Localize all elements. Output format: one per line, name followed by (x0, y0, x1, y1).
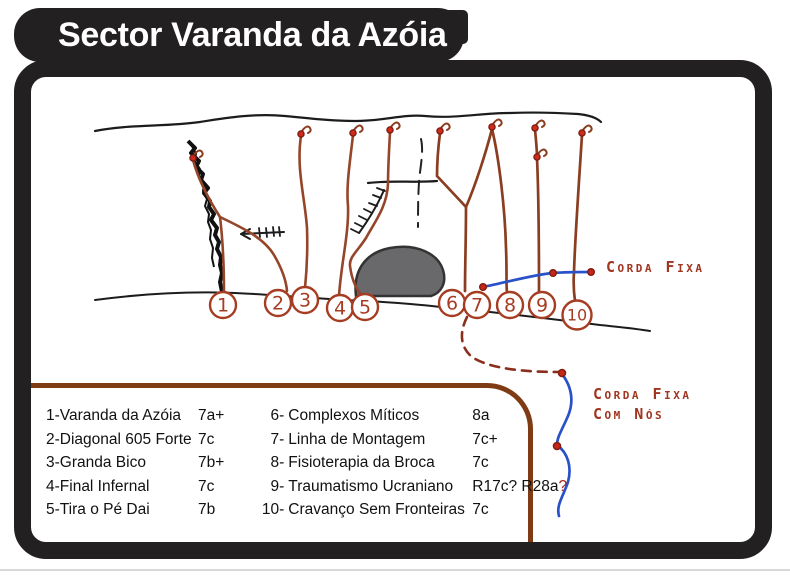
corda-fixa-com-nos-label-line1: Corda Fixa (593, 385, 691, 403)
anchor-icon (385, 121, 401, 135)
route-line-8 (490, 127, 509, 294)
route-name: 3-Granda Bico (46, 454, 146, 472)
route-number: 8- (270, 454, 285, 472)
route-number: 6- (270, 407, 285, 424)
route-grade: R17c? R28a (472, 477, 559, 495)
route-grade: 7b (198, 501, 216, 519)
svg-text:7: 7 (471, 295, 483, 317)
route-marker-7: 7 (462, 290, 492, 320)
legend-row: 5-Tira o Pé Dai 7b (46, 498, 224, 522)
svg-text:4: 4 (334, 298, 346, 320)
svg-text:5: 5 (359, 297, 371, 319)
anchor-icon (487, 118, 503, 132)
route-marker-2: 2 (263, 288, 293, 318)
anchor-icon (435, 122, 451, 136)
hidden-edge-dashed-line (417, 138, 424, 228)
route-grade: 7c (472, 454, 489, 472)
route-grade: 7a+ (198, 407, 225, 424)
anchor-icon (577, 124, 593, 138)
ground-line (94, 291, 651, 332)
svg-text:2: 2 (272, 293, 284, 315)
svg-text:3: 3 (299, 290, 311, 312)
legend-row: 9- Traumatismo Ucraniano R17c? R28a ? (260, 475, 568, 499)
route-marker-9: 9 (527, 290, 557, 320)
svg-text:6: 6 (446, 293, 458, 315)
legend-row: 3-Granda Bico 7b+ (46, 451, 224, 475)
legend-row: 8- Fisioterapia da Broca 7c (260, 451, 567, 475)
svg-text:1: 1 (217, 295, 229, 317)
route-marker-1: 1 (208, 290, 238, 320)
route-name: Fisioterapia da Broca (288, 454, 435, 472)
page-title: Sector Varanda da Azóia (58, 15, 447, 54)
anchor-icon (348, 124, 364, 138)
anchor-icon (530, 119, 546, 133)
route-line-4 (337, 133, 355, 298)
route-line-9 (533, 128, 541, 295)
bottom-divider (0, 569, 790, 571)
svg-text:8: 8 (504, 295, 516, 317)
overhang-hatch-ticks (350, 187, 386, 234)
route-marker-3: 3 (290, 285, 320, 315)
route-name: 1-Varanda da Azóia (46, 407, 182, 424)
legend-row: 4-Final Infernal 7c (46, 475, 224, 499)
traverse-arrow (240, 226, 285, 240)
route-number: 7- (270, 430, 285, 448)
route-grade: 7c (198, 430, 215, 448)
route-number: 10- (261, 501, 285, 519)
boulder (354, 245, 446, 298)
route-grade: 7b+ (198, 454, 225, 472)
route-number: 9- (270, 477, 285, 495)
route-name: 2-Diagonal 605 Forte (46, 430, 192, 448)
legend-right-column: 6- Complexos Míticos 8a 7- Linha de Mont… (260, 404, 567, 542)
route-line-10 (572, 133, 584, 303)
route-line-1 (191, 158, 226, 295)
route-grade-question: ? (558, 477, 568, 495)
svg-text:9: 9 (536, 295, 548, 317)
legend-left-column: 1-Varanda da Azóia 7a+ 2-Diagonal 605 Fo… (46, 404, 224, 542)
overhang-arc (358, 189, 385, 234)
crack-texture (191, 145, 215, 268)
rappel-dashed-line (460, 315, 562, 374)
legend-row: 10- Cravanço Sem Fronteiras 7c (260, 498, 567, 522)
route-line-3 (298, 134, 309, 290)
corda-fixa-label: Corda Fixa (606, 258, 704, 276)
route-line-5 (348, 130, 392, 297)
route-name: Cravanço Sem Fronteiras (288, 501, 465, 519)
route-marker-4: 4 (325, 293, 355, 323)
route-grade: 7c (198, 477, 215, 495)
route-name: Traumatismo Ucraniano (288, 477, 454, 495)
corda-fixa-com-nos-label-line2: Com Nós (593, 405, 664, 423)
route-line-2 (218, 215, 289, 293)
rope-dots (479, 268, 596, 451)
legend-row: 7- Linha de Montagem 7c+ (260, 428, 567, 452)
title-banner: Sector Varanda da Azóia (14, 8, 464, 62)
route-name: Complexos Míticos (288, 407, 420, 424)
route-name: 4-Final Infernal (46, 477, 150, 495)
ledge-line (366, 179, 439, 185)
route-line-7 (464, 127, 494, 209)
route-name: 5-Tira o Pé Dai (46, 501, 150, 519)
cliff-top-line (93, 111, 603, 133)
legend-row: 6- Complexos Míticos 8a (260, 404, 567, 428)
route-grade: 7c+ (472, 430, 498, 448)
route-grade: 8a (472, 407, 490, 424)
route-marker-6: 6 (437, 288, 467, 318)
route-marker-8: 8 (495, 290, 525, 320)
route-name: Linha de Montagem (288, 430, 426, 448)
route-marker-5: 5 (350, 292, 380, 322)
anchor-icon (296, 125, 312, 139)
legend-row: 2-Diagonal 605 Forte 7c (46, 428, 224, 452)
legend-row: 1-Varanda da Azóia 7a+ (46, 404, 224, 428)
route-grade: 7c (472, 501, 489, 519)
svg-text:10: 10 (567, 306, 587, 325)
route-legend: 1-Varanda da Azóia 7a+ 2-Diagonal 605 Fo… (31, 383, 567, 542)
route-marker-10: 10 (561, 299, 593, 331)
outer-frame (14, 60, 772, 559)
